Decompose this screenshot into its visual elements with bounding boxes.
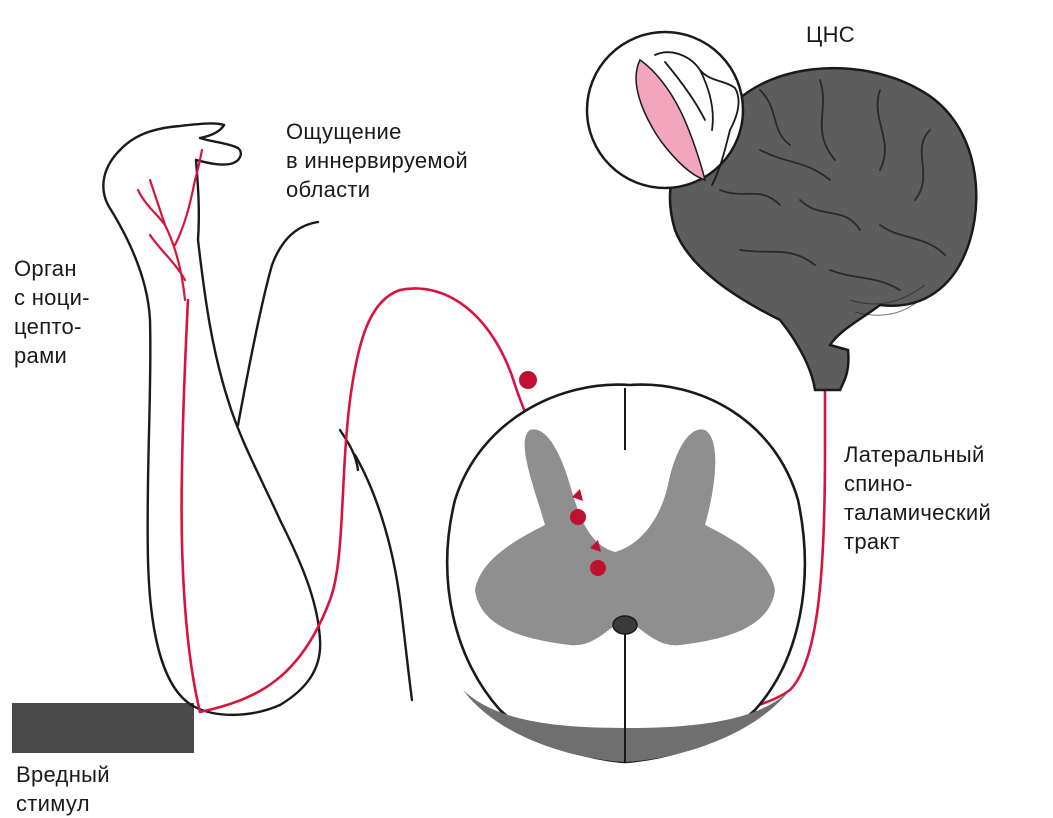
dorsal-root-ganglion <box>519 371 537 389</box>
cns-label: ЦНС <box>806 20 855 49</box>
sensation-inset <box>587 32 743 188</box>
stimulus-label: Вредный стимул <box>16 760 110 818</box>
stimulus-bar <box>12 703 194 753</box>
nociceptor-branches <box>138 150 202 300</box>
neuron-body-1 <box>570 509 586 525</box>
central-canal <box>613 616 637 634</box>
tract-label: Латеральный спино- таламический тракт <box>844 440 991 556</box>
sensation-label: Ощущение в иннервируемой области <box>286 117 468 204</box>
arm-outline <box>103 123 412 714</box>
organ-label: Орган с ноци- цепто- рами <box>14 254 90 370</box>
spinal-cord-section <box>447 385 805 762</box>
neuron-body-2 <box>590 560 606 576</box>
